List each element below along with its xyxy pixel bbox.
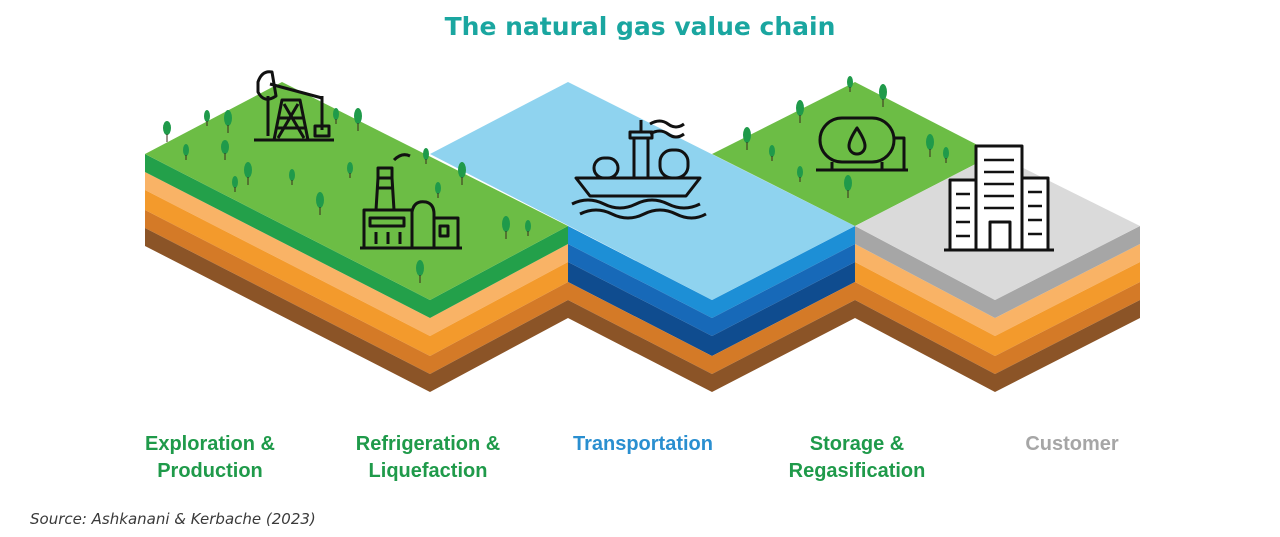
- water-ground-2: [568, 300, 855, 392]
- tree-icon: [347, 162, 353, 178]
- tree-icon: [416, 260, 424, 283]
- tree-icon: [943, 147, 949, 163]
- storage-tank-icon: [816, 116, 908, 172]
- tree-icon: [221, 140, 229, 160]
- tree-icon: [743, 127, 751, 150]
- tree-icon: [423, 148, 429, 164]
- customer-edge: [855, 226, 1140, 318]
- tree-icon: [879, 84, 887, 107]
- customer-stratum-2: [855, 262, 1140, 356]
- tree-icon: [797, 166, 803, 182]
- tanker-ship-icon: [571, 119, 707, 220]
- tree-icon: [502, 216, 510, 239]
- stage-label-storage: Storage & Regasification: [757, 431, 957, 485]
- water-layer-1: [568, 226, 855, 318]
- water-layer-2: [568, 244, 855, 336]
- stage-label-line2: Liquefaction: [368, 460, 488, 482]
- trees: [163, 76, 949, 283]
- tree-icon: [435, 182, 441, 198]
- tree-icon: [926, 134, 934, 157]
- tree-icon: [183, 144, 189, 160]
- water-block: [430, 82, 855, 392]
- tree-icon: [354, 108, 362, 131]
- water-ground-1: [568, 282, 855, 374]
- building-icon: [944, 144, 1054, 252]
- stage-label-line2: Regasification: [788, 460, 926, 482]
- water-layer-3: [568, 262, 855, 356]
- tree-icon: [289, 169, 295, 185]
- tree-icon: [224, 110, 232, 133]
- stage-label-line1: Exploration &: [144, 433, 275, 455]
- customer-stratum-1: [855, 244, 1140, 336]
- land-block-left: [145, 82, 568, 392]
- grass-top: [145, 82, 568, 300]
- stage-label-transportation: Transportation: [543, 431, 743, 458]
- customer-stratum-4: [855, 300, 1140, 392]
- tree-icon: [232, 176, 238, 192]
- tree-icon: [844, 175, 852, 198]
- pumpjack-icon: [254, 70, 334, 142]
- factory-icon: [360, 153, 462, 250]
- stage-label-refrigeration: Refrigeration & Liquefaction: [328, 431, 528, 485]
- stage-label-line1: Transportation: [572, 433, 713, 455]
- stage-label-exploration: Exploration & Production: [110, 431, 310, 485]
- stage-label-customer: Customer: [972, 431, 1172, 458]
- stage-label-line2: Production: [157, 460, 263, 482]
- tree-icon: [204, 110, 210, 126]
- tree-icon: [163, 121, 171, 142]
- tree-icon: [333, 108, 339, 124]
- stage-label-line1: Storage &: [809, 433, 905, 455]
- stage-label-line1: Customer: [1025, 433, 1119, 455]
- tree-icon: [796, 100, 804, 123]
- tree-icon: [316, 192, 324, 215]
- tree-icon: [847, 76, 853, 92]
- tree-icon: [769, 145, 775, 161]
- diagram-title: The natural gas value chain: [444, 12, 836, 41]
- source-citation: Source: Ashkanani & Kerbache (2023): [30, 510, 316, 528]
- water-top: [430, 82, 855, 300]
- tree-icon: [458, 162, 466, 185]
- tree-icon: [525, 220, 531, 236]
- stage-label-line1: Refrigeration &: [355, 433, 501, 455]
- tree-icon: [244, 162, 252, 185]
- customer-stratum-3: [855, 282, 1140, 374]
